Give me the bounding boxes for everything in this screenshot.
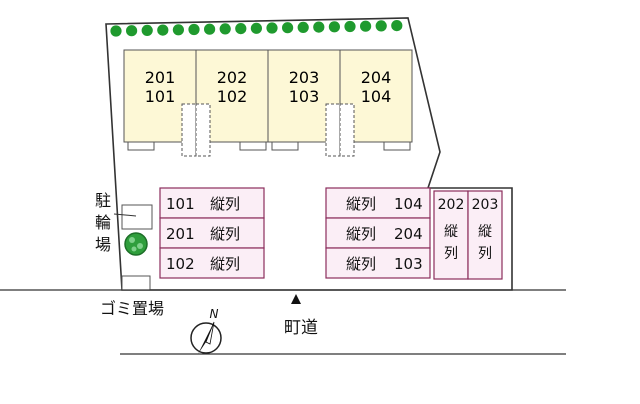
unit-label-upper: 203 bbox=[289, 68, 320, 87]
hedge-shrub bbox=[360, 20, 372, 32]
unit-label-upper: 202 bbox=[217, 68, 248, 87]
parking-type-vertical: 縦列 bbox=[478, 224, 492, 262]
bike-parking-label: 駐輪場 bbox=[95, 191, 111, 254]
hedge-shrub bbox=[313, 21, 325, 33]
hedge-shrub bbox=[188, 23, 200, 36]
road-label: 町道 bbox=[284, 318, 318, 338]
unit-label-lower: 102 bbox=[217, 87, 248, 106]
unit-label-lower: 103 bbox=[289, 87, 320, 106]
hedge-shrub bbox=[110, 25, 122, 37]
parking-right-block bbox=[325, 187, 431, 279]
hedge-shrub bbox=[375, 20, 387, 32]
hedge-shrub bbox=[250, 22, 262, 34]
hedge-row bbox=[110, 20, 403, 37]
parking-unit: 202 bbox=[438, 197, 465, 213]
unit-label-lower: 104 bbox=[361, 87, 392, 106]
hedge-shrub bbox=[172, 24, 184, 36]
unit-label-upper: 201 bbox=[145, 68, 176, 87]
parking-type: 縦列 bbox=[210, 225, 240, 243]
bike-label-leader bbox=[113, 213, 137, 217]
parking-vertical-block bbox=[433, 190, 503, 280]
entrance-marker bbox=[291, 294, 301, 304]
outdoor-units bbox=[127, 141, 411, 151]
parking-unit: 104 bbox=[394, 195, 423, 213]
parking-type: 縦列 bbox=[210, 255, 240, 273]
garbage-label: ゴミ置場 bbox=[100, 299, 164, 318]
parking-unit: 102 bbox=[166, 255, 195, 273]
hedge-shrub bbox=[266, 22, 278, 34]
hedge-shrub bbox=[141, 24, 153, 36]
north-label: N bbox=[210, 307, 219, 321]
hedge-shrub bbox=[328, 21, 340, 33]
parking-type-vertical: 縦列 bbox=[444, 224, 458, 262]
garbage-area bbox=[121, 275, 151, 291]
unit-label-lower: 101 bbox=[145, 87, 176, 106]
hedge-shrub bbox=[391, 20, 403, 32]
parking-type: 縦列 bbox=[346, 225, 376, 243]
hedge-shrub bbox=[297, 21, 309, 33]
parking-type: 縦列 bbox=[346, 195, 376, 213]
entrance-alcoves bbox=[181, 103, 355, 157]
parking-left-block bbox=[159, 187, 265, 279]
parking-unit: 101 bbox=[166, 195, 195, 213]
unit-label-upper: 204 bbox=[361, 68, 392, 87]
hedge-shrub bbox=[235, 23, 247, 35]
parking-unit: 203 bbox=[472, 197, 499, 213]
parking-type: 縦列 bbox=[210, 195, 240, 213]
hedge-shrub bbox=[344, 20, 356, 33]
hedge-shrub bbox=[282, 22, 294, 34]
tree-icon bbox=[124, 232, 148, 256]
bike-parking-area bbox=[121, 204, 153, 230]
parking-unit: 103 bbox=[394, 255, 423, 273]
hedge-shrub bbox=[126, 25, 138, 37]
parking-unit: 201 bbox=[166, 225, 195, 243]
hedge-shrub bbox=[157, 24, 169, 36]
north-arrow-icon: N bbox=[190, 307, 222, 354]
parking-unit: 204 bbox=[394, 225, 423, 243]
hedge-shrub bbox=[219, 23, 231, 35]
hedge-shrub bbox=[204, 23, 216, 35]
parking-type: 縦列 bbox=[346, 255, 376, 273]
